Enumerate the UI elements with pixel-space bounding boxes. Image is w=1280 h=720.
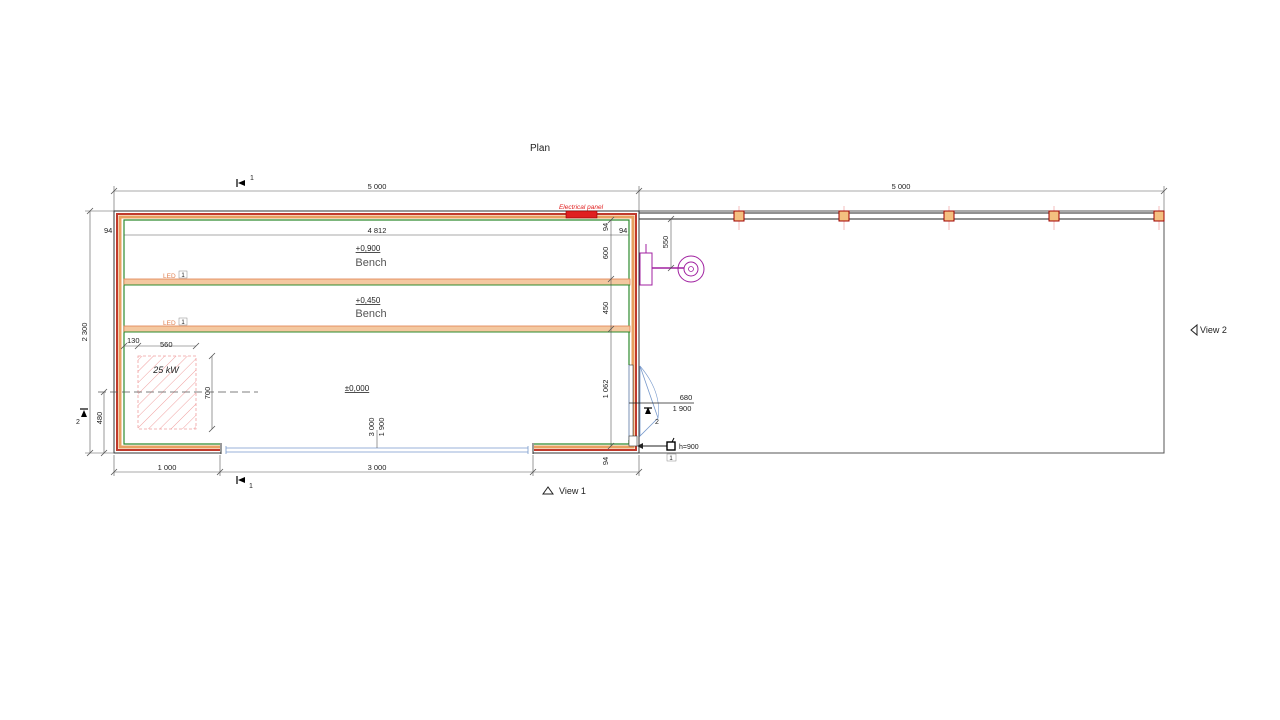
- dim-pipe-length: 550: [661, 236, 670, 249]
- post: [943, 206, 955, 230]
- dim-left-height: 2 300: [80, 323, 89, 342]
- floor-level: ±0,000: [345, 384, 370, 393]
- opening-width: 3 000: [367, 418, 376, 437]
- dim-section-height: 480: [95, 412, 104, 425]
- left-dimension: 2 300 480: [80, 207, 114, 457]
- post: [1048, 206, 1060, 230]
- terrace-outline: [638, 210, 1165, 454]
- dim-wall-bottom: 94: [601, 457, 610, 465]
- led-upper-label: LED: [163, 273, 176, 280]
- bench-upper-label: Bench: [355, 257, 386, 269]
- dim-heater-width: 560: [160, 340, 173, 349]
- dim-door-height: 1 900: [673, 404, 692, 413]
- section-2-label: 2: [76, 419, 80, 426]
- section-marker-2-right: 2: [644, 407, 659, 426]
- dim-bottom-left: 1 000: [158, 463, 177, 472]
- led-lower-num: 1: [181, 320, 185, 326]
- led-lower-label: LED: [163, 320, 176, 327]
- svg-text:1: 1: [249, 483, 253, 490]
- section-marker-1-top: 1: [236, 175, 254, 187]
- svg-text:1: 1: [250, 175, 254, 182]
- section-marker-1-bottom: 1: [236, 476, 253, 490]
- led-upper-num: 1: [181, 273, 185, 279]
- top-dimension: 5 000 5 000: [110, 182, 1168, 212]
- bottom-dimension: 1 000 3 000: [110, 455, 643, 476]
- view-2-marker: View 2: [1190, 323, 1227, 337]
- dim-door-width: 680: [680, 393, 693, 402]
- light-switch: h=900 1: [637, 437, 699, 462]
- view-2-label: View 2: [1200, 325, 1227, 335]
- dim-inner-length: 4 812: [368, 226, 387, 235]
- electrical-panel: Electrical panel: [559, 204, 604, 219]
- bench-lower: +0,450 Bench LED 1: [123, 296, 631, 333]
- heater: 25 kW 130 560 700: [120, 336, 216, 433]
- chimney-pipe: 550: [639, 215, 705, 286]
- dim-heater-offset: 130: [127, 336, 140, 345]
- switch-num: 1: [669, 456, 673, 462]
- view-1-label: View 1: [559, 486, 586, 496]
- post: [1153, 206, 1165, 230]
- post: [733, 206, 745, 230]
- door: 680 1 900: [628, 364, 694, 447]
- dim-bench-upper: 600: [601, 247, 610, 260]
- sauna-walls: [113, 210, 640, 454]
- bench-lower-level: +0,450: [356, 296, 381, 305]
- dim-wall-right-top: 94: [619, 226, 627, 235]
- bench-upper-level: +0,900: [356, 244, 381, 253]
- dim-top-right: 5 000: [892, 182, 911, 191]
- bottom-opening: 3 000 1 900: [225, 418, 529, 454]
- post: [838, 206, 850, 230]
- dim-right-lower: 1 062: [601, 380, 610, 399]
- bench-upper: +0,900 Bench LED 1: [123, 244, 631, 286]
- view-1-marker: View 1: [542, 486, 586, 496]
- section-line-2: 2: [76, 391, 258, 426]
- bench-lower-label: Bench: [355, 308, 386, 320]
- dim-wall-left: 94: [104, 226, 112, 235]
- heater-power: 25 kW: [152, 365, 180, 375]
- dim-wall-right-side: 94: [601, 223, 610, 231]
- inner-length-dimension: 4 812 94 94: [104, 226, 629, 236]
- dim-bottom-mid: 3 000: [368, 463, 387, 472]
- switch-height: h=900: [679, 444, 699, 451]
- right-internal-dimension: 94 600 450 1 062 94: [601, 216, 615, 465]
- opening-height: 1 900: [377, 418, 386, 437]
- page-title: Plan: [530, 143, 550, 154]
- terrace-posts: [733, 206, 1165, 230]
- dim-top-left: 5 000: [368, 182, 387, 191]
- svg-text:2: 2: [655, 419, 659, 426]
- dim-heater-depth: 700: [203, 387, 212, 400]
- dim-bench-lower: 450: [601, 302, 610, 315]
- electrical-panel-label: Electrical panel: [559, 204, 604, 211]
